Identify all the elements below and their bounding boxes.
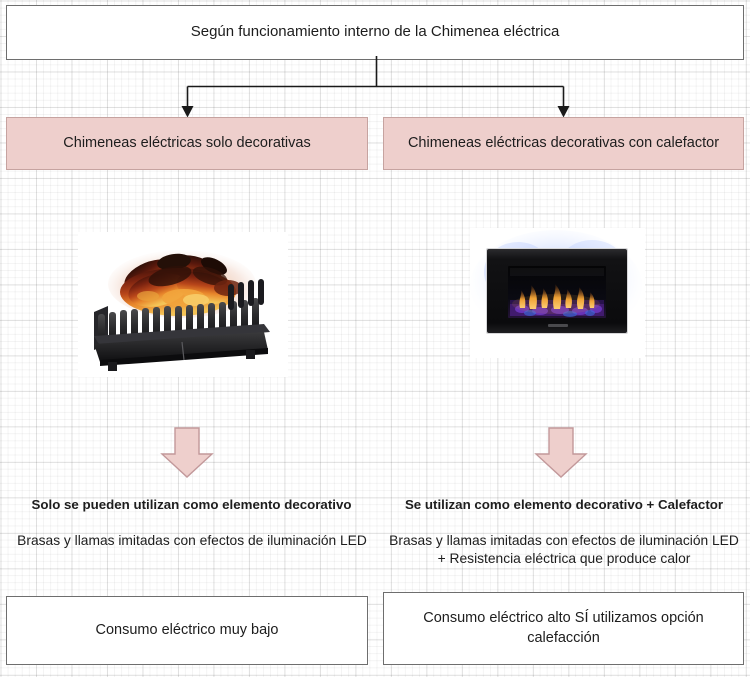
- category-box-decorative-with-heater[interactable]: Chimeneas eléctricas decorativas con cal…: [383, 117, 744, 170]
- outcome-box-right[interactable]: Consumo eléctrico alto SÍ utilizamos opc…: [383, 592, 744, 665]
- down-arrow-icon-left: [160, 427, 214, 478]
- outcome-box-left[interactable]: Consumo eléctrico muy bajo: [6, 596, 368, 665]
- category-label: Chimeneas eléctricas solo decorativas: [63, 134, 311, 151]
- down-arrow-icon-right: [534, 427, 588, 478]
- branch-heading-right: Se utilizan como elemento decorativo + C…: [404, 497, 724, 512]
- outcome-label: Consumo eléctrico alto SÍ utilizamos opc…: [423, 609, 704, 646]
- branch-description-right: Brasas y llamas imitadas con efectos de …: [389, 533, 739, 567]
- branch-description-left: Brasas y llamas imitadas con efectos de …: [17, 533, 367, 548]
- branch-heading-left: Solo se pueden utilizan como elemento de…: [31, 497, 352, 512]
- arrowhead-left-icon: [181, 106, 194, 118]
- branch-connector-arrows: [181, 56, 570, 118]
- arrowhead-right-icon: [557, 106, 570, 118]
- electric-fireplace-log-basket-photo: [78, 232, 288, 377]
- category-box-decorative-only[interactable]: Chimeneas eléctricas solo decorativas: [6, 117, 368, 170]
- category-label: Chimeneas eléctricas decorativas con cal…: [407, 134, 720, 151]
- wall-mounted-electric-fireplace-photo: [470, 228, 645, 358]
- page-title: Según funcionamiento interno de la Chime…: [190, 23, 560, 41]
- flowchart-title-box: Según funcionamiento interno de la Chime…: [6, 5, 744, 60]
- outcome-label: Consumo eléctrico muy bajo: [95, 621, 279, 638]
